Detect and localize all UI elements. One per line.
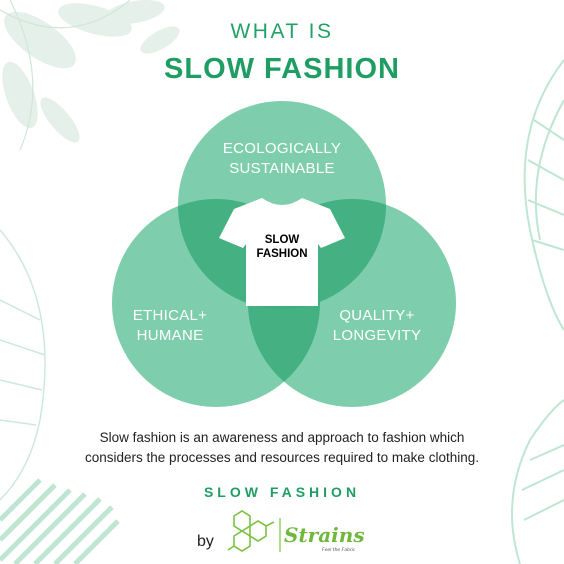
title-what-is: WHAT IS xyxy=(230,20,334,43)
strains-logo: Strains Feel the Fabric xyxy=(227,510,365,553)
label-ecologically-sustainable: ECOLOGICALLY SUSTAINABLE xyxy=(222,140,342,177)
center-label-slow-fashion: SLOW FASHION xyxy=(256,234,308,260)
by-label: by xyxy=(197,533,214,550)
brand-tagline: Feel the Fabric xyxy=(322,547,356,553)
page-title: SLOW FASHION xyxy=(164,53,400,85)
label-ethical-humane: ETHICAL+ HUMANE xyxy=(132,307,208,344)
brand-name: Strains xyxy=(284,523,365,547)
tshirt-icon xyxy=(219,198,345,306)
label-quality-longevity: QUALITY+ LONGEVITY xyxy=(332,307,422,344)
description: Slow fashion is an awareness and approac… xyxy=(85,430,479,465)
molecule-icon xyxy=(227,510,275,552)
footer-title: SLOW FASHION xyxy=(203,484,361,500)
